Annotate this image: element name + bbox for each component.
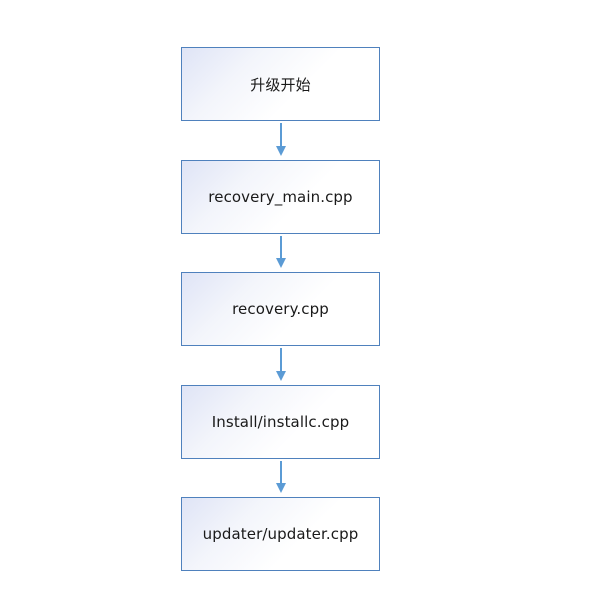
node-updater: updater/updater.cpp — [181, 497, 380, 571]
node-label: updater/updater.cpp — [202, 525, 359, 543]
node-label: 升级开始 — [250, 75, 311, 94]
node-upgrade-start: 升级开始 — [181, 47, 380, 121]
node-label: recovery_main.cpp — [208, 188, 353, 206]
node-install: Install/installc.cpp — [181, 385, 380, 459]
node-label: recovery.cpp — [232, 300, 329, 318]
node-recovery: recovery.cpp — [181, 272, 380, 346]
node-recovery-main: recovery_main.cpp — [181, 160, 380, 234]
node-label: Install/installc.cpp — [211, 413, 350, 431]
